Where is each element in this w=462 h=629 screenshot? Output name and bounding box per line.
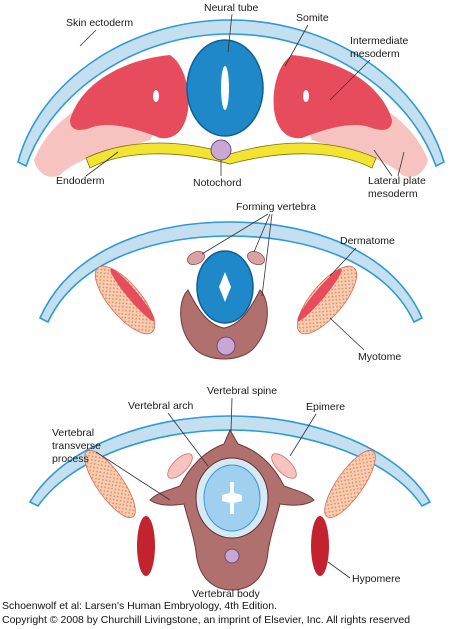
label-epimere: Epimere xyxy=(306,401,345,413)
hypomere-right xyxy=(311,516,329,576)
label-myotome: Myotome xyxy=(358,351,401,363)
notochord-2 xyxy=(216,336,236,356)
myotome-right xyxy=(297,268,342,322)
pointer-transverse-process xyxy=(95,451,171,501)
somite-right-cavity xyxy=(303,90,309,102)
label-forming-vertebra: Forming vertebra xyxy=(236,201,316,213)
hypomere-left xyxy=(137,516,155,576)
dermatome-right xyxy=(296,265,358,335)
label-intermediate-mesoderm-1: Intermediate xyxy=(350,35,409,47)
skin-ectoderm-band xyxy=(17,19,445,168)
label-hypomere: Hypomere xyxy=(352,573,401,585)
pointer-hypomere xyxy=(327,561,351,579)
label-transverse-1: Vertebral xyxy=(52,427,94,439)
label-vertebral-spine: Vertebral spine xyxy=(207,385,277,397)
label-transverse-2: transverse xyxy=(52,440,101,452)
neural-tube-2-lumen xyxy=(219,272,231,302)
dermatome-left xyxy=(94,265,156,335)
spinal-cord-lumen xyxy=(222,482,242,514)
caption-line-1: Schoenwolf et al: Larsen's Human Embryol… xyxy=(2,600,277,612)
label-intermediate-mesoderm-2: mesoderm xyxy=(350,48,400,60)
somite-left-cavity xyxy=(153,90,159,102)
myotome-left xyxy=(110,268,155,322)
pointer-neural-tube xyxy=(227,13,233,53)
panel-2: Forming vertebra Dermatome Myotome xyxy=(38,201,424,363)
label-transverse-3: process xyxy=(52,453,89,465)
pointer-lateral-plate-a xyxy=(373,149,393,177)
pointer-skin-ectoderm xyxy=(79,29,97,47)
notochord xyxy=(210,139,232,161)
pointer-somite xyxy=(284,24,309,67)
pointer-dermatome xyxy=(329,247,357,277)
somite-right xyxy=(273,55,392,139)
pointer-vertebral-spine xyxy=(230,397,233,433)
panel-1: Skin ectoderm Neural tube Somite Interme… xyxy=(17,2,445,200)
epimere-left xyxy=(167,453,193,479)
label-dermatome: Dermatome xyxy=(340,235,395,247)
dermatome-right-3 xyxy=(324,449,376,519)
forming-vertebra-dorsal-right xyxy=(247,250,265,266)
endoderm xyxy=(85,142,377,169)
label-endoderm: Endoderm xyxy=(56,175,105,187)
label-lateral-plate-2: mesoderm xyxy=(368,188,418,200)
forming-vertebra-dorsal-left xyxy=(187,250,205,266)
somite-left xyxy=(70,55,189,139)
panel-3: Vertebral spine Vertebral arch Epimere V… xyxy=(28,385,432,600)
pointer-forming-vertebra-b xyxy=(253,213,271,253)
label-neural-tube: Neural tube xyxy=(204,2,258,14)
label-notochord: Notochord xyxy=(193,177,242,189)
label-skin-ectoderm: Skin ectoderm xyxy=(66,17,133,29)
epimere-right xyxy=(271,453,297,479)
caption-line-2: Copyright © 2008 by Churchill Livingston… xyxy=(2,614,411,626)
pointer-myotome xyxy=(329,317,365,351)
label-vertebral-arch: Vertebral arch xyxy=(128,400,194,412)
forming-vertebra-body xyxy=(180,289,268,360)
pointer-lateral-plate-b xyxy=(397,151,405,177)
pointer-forming-vertebra-c xyxy=(261,213,273,297)
pointer-endoderm xyxy=(85,151,119,177)
skin-ectoderm-band-2 xyxy=(38,221,424,324)
pointer-forming-vertebra-a xyxy=(201,213,269,255)
neural-tube-lumen xyxy=(221,66,229,110)
pointer-intermediate-mesoderm xyxy=(329,59,371,101)
notochord-remnant xyxy=(224,548,240,564)
label-somite: Somite xyxy=(296,12,329,24)
skin-ectoderm-band-3 xyxy=(28,415,432,508)
pointer-epimere xyxy=(289,413,317,457)
label-vertebral-body: Vertebral body xyxy=(192,588,260,600)
pointer-vertebral-arch xyxy=(167,412,209,467)
dermatome-left-3 xyxy=(84,449,136,519)
label-lateral-plate-1: Lateral plate xyxy=(368,175,426,187)
